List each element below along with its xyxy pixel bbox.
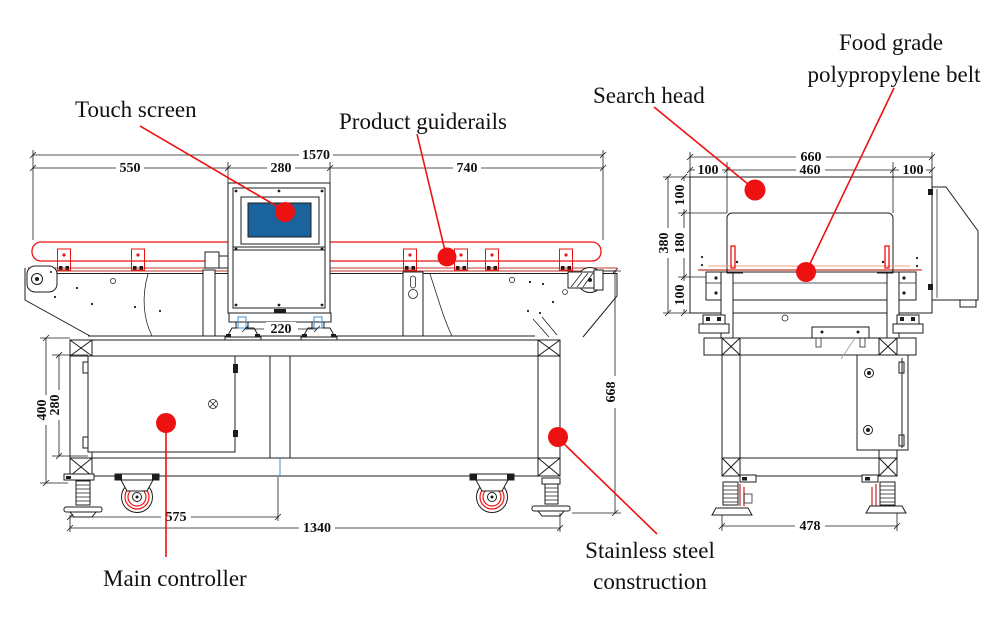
junction-box: [204, 251, 230, 269]
bolt-dot: [110, 278, 116, 284]
label-main-controller: Main controller: [103, 566, 247, 591]
bolt-dot: [562, 289, 568, 295]
keyhole: [208, 399, 218, 409]
dim-foot-to-divider: 575: [166, 510, 187, 525]
dim-overall-length: 1570: [302, 148, 330, 163]
dim-door-height: 280: [48, 395, 63, 416]
hinge: [82, 436, 89, 449]
label-food-grade-2: polypropylene belt: [807, 62, 981, 87]
side-controller-box: [856, 354, 909, 451]
dim-overall-width: 660: [801, 150, 822, 165]
leveling-foot-right: [531, 477, 571, 517]
caster-left: [114, 473, 160, 513]
bolt-dot: [509, 277, 515, 283]
callout-dot-belt: [796, 262, 816, 282]
controller-door[interactable]: [82, 355, 238, 453]
dim-head-feet: 220: [271, 322, 292, 337]
head-foot-right: [300, 316, 338, 342]
side-head-feet: [698, 314, 924, 334]
front-dimensions: 1570 550 280 740 220 400 280: [29, 148, 621, 536]
callout-dot-touch-screen: [275, 202, 295, 222]
dim-head-width: 280: [271, 161, 292, 176]
hinge: [82, 361, 89, 374]
callout-dot-search-head: [744, 179, 766, 201]
callout-dot-controller: [156, 413, 176, 433]
caster-right: [469, 473, 515, 513]
outfeed-motor: [567, 267, 604, 293]
dim-left-margin: 100: [698, 163, 719, 178]
side-electrical-box: [928, 186, 979, 308]
label-stainless-1: Stainless steel: [585, 538, 715, 563]
head-foot-left: [224, 316, 262, 342]
side-frame: [703, 326, 917, 477]
label-food-grade-1: Food grade: [839, 30, 943, 55]
label-stainless-2: construction: [593, 569, 707, 594]
head-screws: [234, 189, 324, 307]
leveling-foot-left: [63, 473, 103, 518]
front-frame: [69, 339, 561, 477]
side-foot-right: [861, 474, 907, 514]
dim-base-width: 478: [800, 519, 821, 534]
guiderail-clips: [57, 248, 573, 271]
front-view: 1570 550 280 740 220 400 280: [24, 148, 621, 536]
dim-base-length: 1340: [303, 521, 331, 536]
dim-head-height: 380: [657, 233, 672, 254]
side-dimensions: 660 100 460 100 100 380 180 100: [657, 150, 936, 534]
callout-dot-construction: [548, 427, 568, 447]
door-latch: [233, 364, 238, 373]
dim-right-margin: 100: [903, 163, 924, 178]
cross-braces: [69, 339, 561, 477]
dim-aperture-height: 180: [673, 233, 688, 254]
callouts: Touch screen Product guiderails Search h…: [75, 30, 981, 594]
side-guiderail-right: [877, 245, 894, 274]
dim-top-margin: 100: [673, 185, 688, 206]
label-touch-screen: Touch screen: [75, 97, 197, 122]
dim-frame-height: 400: [35, 400, 50, 421]
dim-outfeed: 740: [457, 161, 478, 176]
infeed-drive: [26, 265, 58, 293]
bed-posts: [202, 269, 424, 337]
dim-belt-height: 668: [604, 382, 619, 403]
dim-infeed: 550: [120, 161, 141, 176]
label-product-guiderails: Product guiderails: [339, 109, 507, 134]
side-guiderail-left: [726, 245, 743, 274]
mount-bracket: [811, 326, 870, 339]
side-view: 660 100 460 100 100 380 180 100: [657, 150, 979, 534]
side-foot-left: [711, 474, 757, 516]
dim-bottom-margin: 100: [673, 285, 688, 306]
callout-dot-guiderails: [437, 247, 457, 267]
label-search-head: Search head: [593, 83, 705, 108]
dim-aperture-width: 460: [800, 163, 821, 178]
door-latch: [233, 430, 238, 437]
